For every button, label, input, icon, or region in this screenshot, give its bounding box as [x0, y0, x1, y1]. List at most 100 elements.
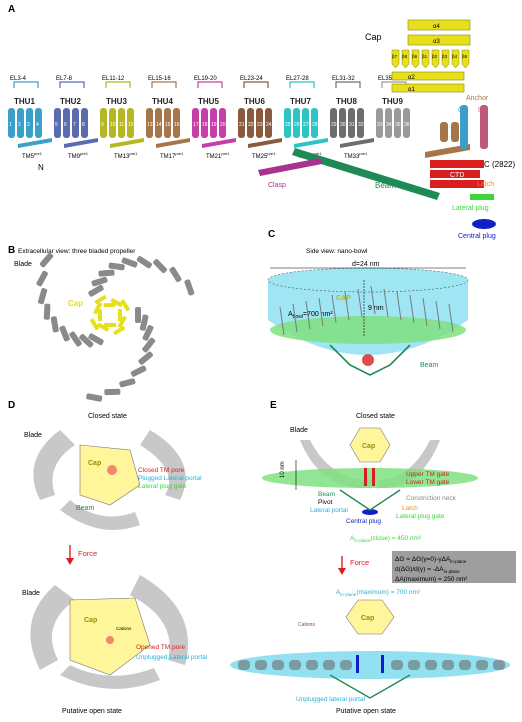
propeller-cap-element — [103, 302, 116, 308]
propeller-helix — [88, 284, 104, 297]
latch-label: Latch — [477, 181, 494, 188]
thu5-helix-num-4: 20 — [220, 122, 226, 128]
loop-line-4 — [151, 81, 177, 88]
bowl-area-label: Abowl=700 nm² — [288, 311, 333, 320]
outer-helix — [460, 105, 468, 149]
e-closed-cap-label: Cap — [362, 443, 375, 450]
e-open-beam-lines — [329, 674, 411, 699]
bowl-helix-trace — [318, 297, 324, 327]
cap-helix-a3-label: α3 — [433, 39, 440, 45]
outer-helix-label: OH — [458, 107, 469, 114]
thu6-helix-1 — [238, 108, 245, 138]
open-pore — [106, 636, 114, 644]
thu2-helix-1 — [54, 108, 61, 138]
thu7-helix-4 — [311, 108, 318, 138]
tm-pre-helix-5 — [202, 138, 236, 148]
thu8-helix-2 — [339, 108, 346, 138]
e-open-membrane — [230, 651, 510, 679]
cap-strand-label-5: β2 — [432, 54, 438, 59]
lateral-plug-gate-label: Lateral plug gate — [138, 483, 187, 490]
loop-label-3: EL11-12 — [102, 76, 125, 82]
panel-b-cap-label: Cap — [68, 299, 83, 308]
panel-d-cap-label: Cap — [88, 460, 101, 467]
propeller-cap-element — [89, 318, 100, 331]
thu3-helix-num-3: 11 — [119, 122, 124, 128]
tm-pre-label-3: TM13pre1 — [114, 151, 138, 160]
diameter-label: d=24 nm — [352, 261, 380, 268]
closed-propeller — [33, 430, 186, 530]
thu1-helix-num-4: 4 — [36, 122, 39, 128]
thu3-helix-3 — [118, 108, 125, 138]
propeller-helix — [36, 270, 48, 287]
tm-pre-label-6: TM25pre1 — [252, 151, 276, 160]
propeller-cap-element — [96, 322, 110, 332]
propeller-helix — [88, 333, 104, 346]
open-tm-helix — [255, 660, 267, 670]
e-open-cap-label: Cap — [361, 615, 374, 622]
thu-label-5: THU5 — [198, 97, 219, 106]
e-lateral-gate-label: Lateral plug gate — [396, 513, 445, 520]
lateral-plug-shape — [470, 194, 494, 200]
open-tm-helix — [459, 660, 471, 670]
open-tm-helix — [238, 660, 250, 670]
bowl-helix-trace — [409, 294, 415, 324]
loop-label-2: EL7-8 — [56, 76, 73, 82]
pivot-label: Pivot — [318, 499, 333, 506]
thu8-helix-3 — [348, 108, 355, 138]
propeller-helix — [98, 269, 115, 277]
panel-b-blade-label: Blade — [14, 261, 32, 268]
propeller-helix — [39, 252, 54, 268]
anchor-helix-a1 — [440, 122, 448, 142]
bowl-membrane — [270, 316, 466, 344]
equation-2: d(ΔG)/d(γ) = -ΔAin-plane — [395, 566, 460, 574]
ctd-helix-a1 — [430, 160, 484, 168]
thu8-helix-num-4: 32 — [358, 122, 364, 128]
thu1-helix-2 — [17, 108, 24, 138]
thu6-helix-4 — [265, 108, 272, 138]
open-state-helices — [238, 660, 505, 670]
thu2-helix-num-2: 6 — [64, 122, 67, 128]
bowl-helix-trace — [435, 300, 441, 330]
panel-e-label: E — [270, 400, 277, 411]
thu6-helix-num-3: 23 — [257, 122, 263, 128]
loop-label-9: EL35-36 — [378, 76, 401, 82]
e-open-title: Putative open state — [336, 708, 396, 715]
cap-helix-a2-label: α2 — [408, 75, 415, 81]
thu5-helix-3 — [210, 108, 217, 138]
thu4-helix-3 — [164, 108, 171, 138]
propeller-cap-element — [93, 302, 103, 315]
thu4-helix-num-3: 15 — [165, 122, 171, 128]
bowl-helix-trace — [396, 291, 402, 321]
e-central-plug-shape — [362, 509, 378, 515]
ctd-helix — [430, 170, 480, 178]
panel-c-cap-label: CAP — [336, 295, 351, 302]
propeller-helix — [139, 314, 149, 331]
panel-e: E Closed state Cap Blade 10 nm Upper TM … — [230, 400, 516, 715]
bowl-helix-trace — [305, 300, 311, 330]
thu-label-4: THU4 — [152, 97, 173, 106]
panel-c: C Side view: nano-bowl d=24 nm 9 nm CAP … — [267, 229, 469, 376]
ten-nm-label: 10 nm — [280, 461, 286, 478]
cap-strand-3 — [411, 49, 420, 69]
thu7-helix-3 — [302, 108, 309, 138]
thu1-helix-num-1: 1 — [9, 122, 12, 128]
tm-pre-helix-6 — [248, 138, 282, 148]
blade-shape-3 — [60, 500, 140, 530]
propeller-helix — [38, 288, 48, 305]
thu8-helix-4 — [357, 108, 364, 138]
open-gate-right — [381, 655, 384, 673]
cap-strand-8 — [461, 49, 470, 69]
thu4-helix-4 — [173, 108, 180, 138]
cap-helix-a4 — [407, 19, 471, 31]
thu4-helix-num-1: 13 — [147, 122, 153, 128]
loop-label-1: EL3-4 — [10, 76, 27, 82]
cap-strand-label-4: β1 — [422, 54, 428, 59]
cap-strand-6 — [441, 49, 450, 69]
upper-gate-shape — [364, 468, 367, 486]
thu6-helix-num-4: 24 — [266, 122, 272, 128]
thu9-helix-num-4: 36 — [404, 122, 410, 128]
n-terminus-label: N — [38, 163, 44, 172]
propeller-helix — [121, 257, 138, 268]
propeller-structure — [36, 252, 195, 402]
